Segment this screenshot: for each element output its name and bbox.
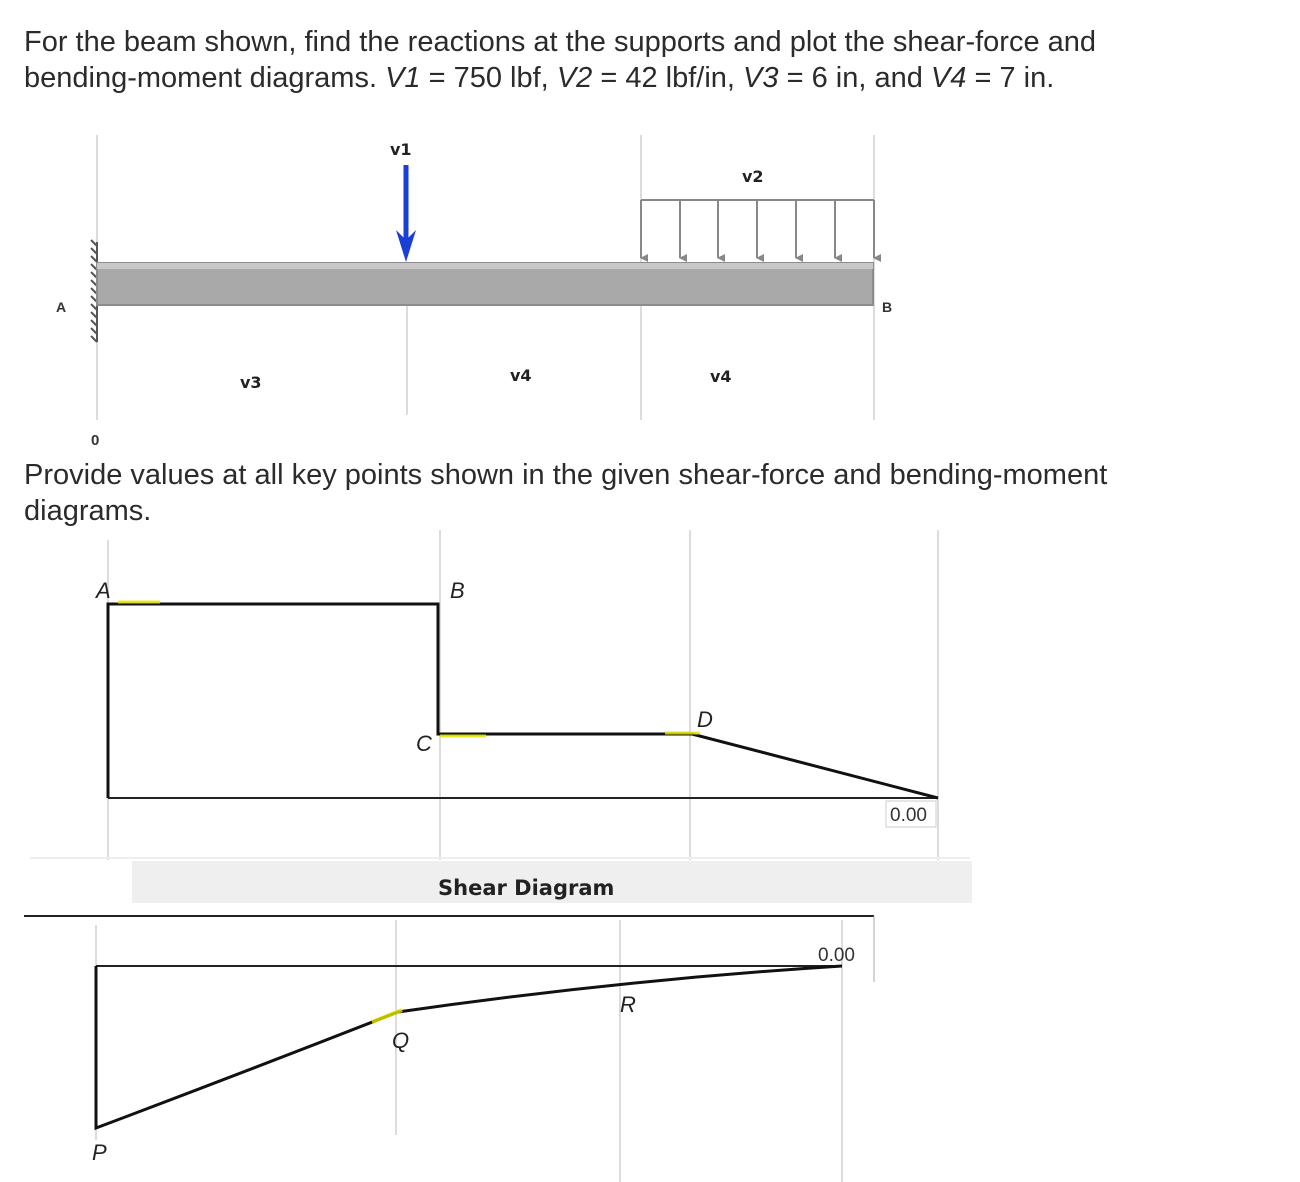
problem-statement: For the beam shown, find the reactions a… [24,24,1284,96]
moment-curve [94,964,843,1131]
problem-line-2: bending-moment diagrams. V1 = 750 lbf, V… [24,62,1055,94]
origin-label: 0 [91,432,99,449]
shear-point-c: C [416,731,432,756]
moment-point-r: R [620,992,636,1017]
instruction-line-1: Provide values at all key points shown i… [24,459,1108,491]
shear-point-a: A [94,578,111,603]
shear-diagram-title: Shear Diagram [438,876,614,900]
point-load-label: v1 [390,140,412,159]
v3-symbol: V3 [743,62,779,94]
instruction-text: Provide values at all key points shown i… [24,457,1284,529]
moment-point-p: P [92,1140,107,1165]
instruction-line-2: diagrams. [24,495,152,527]
span-label-v4-second: v4 [710,367,732,386]
span-label-v4-first: v4 [510,366,532,385]
moment-point-q: Q [392,1028,409,1053]
problem-line-1: For the beam shown, find the reactions a… [24,26,1097,58]
shear-guide-lines [30,530,970,860]
span-label-v3: v3 [240,373,262,392]
beam-figure: v1 v2 A B v3 v4 v4 0 [56,135,892,449]
moment-guide-lines [95,920,843,1182]
distributed-load-label: v2 [742,167,764,186]
shear-end-value: 0.00 [890,805,927,826]
v1-symbol: V1 [385,62,421,94]
point-load-arrow [396,165,416,262]
support-a-label: A [56,299,66,315]
end-b-label: B [882,299,892,315]
v4-symbol: V4 [930,62,967,94]
beam [96,262,874,306]
shear-point-b: B [450,578,465,603]
shear-curve [106,602,939,800]
shear-title-bar [132,861,972,903]
shear-point-d: D [697,707,713,732]
moment-diagram: P Q R 0.00 [24,915,875,1182]
distributed-load [640,199,881,262]
moment-end-value: 0.00 [818,945,855,966]
shear-diagram: A B C D 0.00 [30,530,970,860]
v2-symbol: V2 [556,62,593,94]
